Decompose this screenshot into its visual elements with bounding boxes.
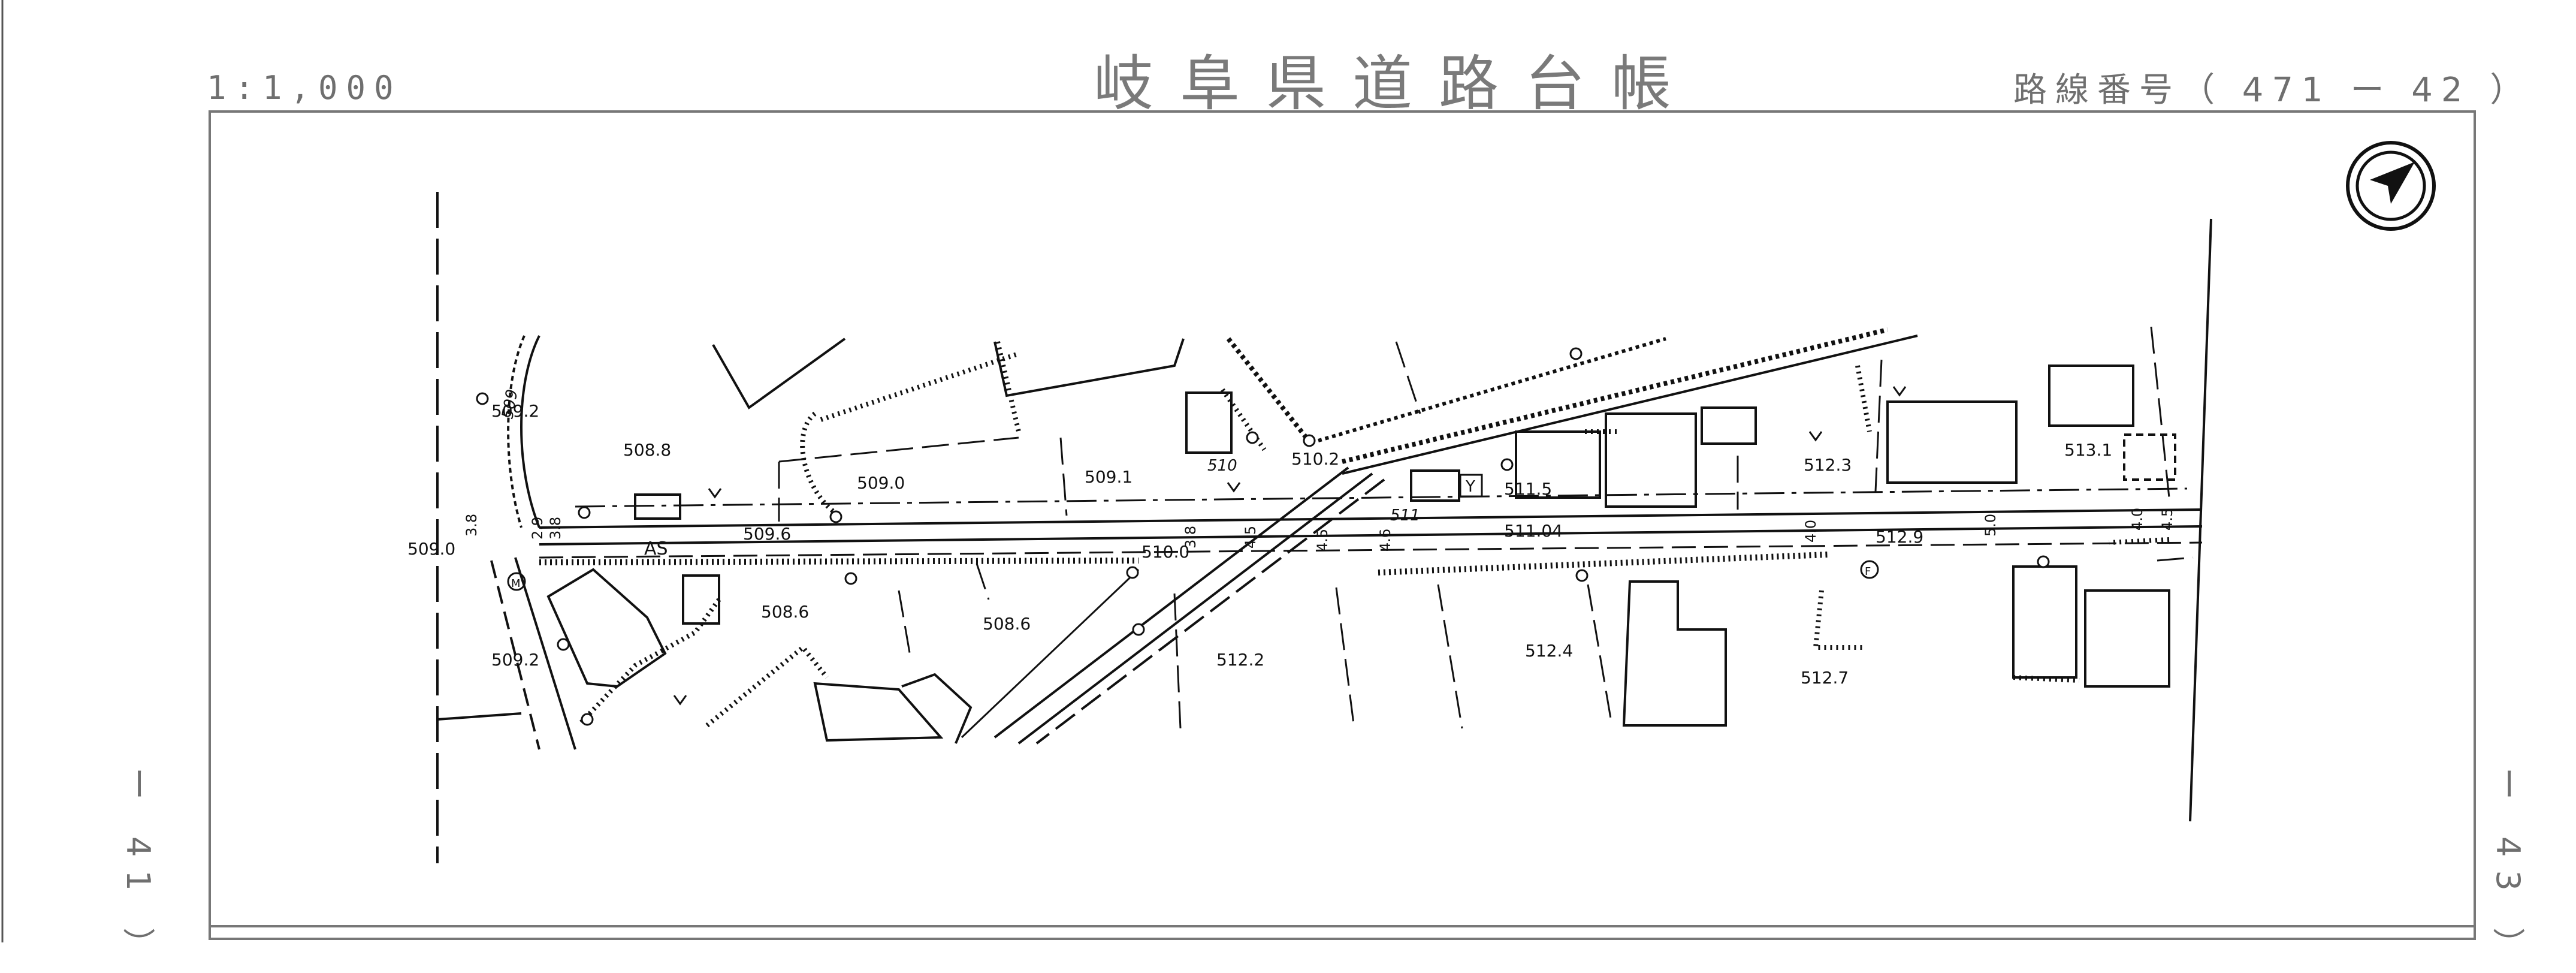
road-width-label: 3.8 [547,517,564,540]
buildings [546,338,2176,744]
vegetation-symbols [673,386,1907,706]
map-boundary-right [2189,218,2212,822]
contour-label: 510 [1207,457,1237,475]
elevation-label: 510.0 [1141,542,1189,562]
road-ledger-map: 509.2 508.8 509.0 509.1 510.2 511.5 512.… [1,0,2476,942]
elevation-label: 508.6 [761,602,809,622]
elevation-label: 513.1 [2064,440,2112,460]
road-width-label: 3.8 [463,514,480,537]
route-number: 路線番号（ 471 ー 42 ） [2013,71,2532,110]
road-width-labels: 3.8 3.8 2.9 3.8 4.5 4.5 4.6 4.0 5.0 4.0 … [463,508,2176,552]
road-width-label: 4.5 [2159,508,2176,531]
elevation-label: 512.9 [1876,527,1923,547]
elevation-label: 510.2 [1291,449,1339,469]
elevation-label: 509.6 [743,524,791,544]
map-symbols: Y M F [507,474,1879,591]
elevation-labels: 509.2 508.8 509.0 509.1 510.2 511.5 512.… [407,401,2112,688]
elevation-label: 509.0 [407,539,455,559]
retaining-walls [579,341,2170,728]
road-width-label: 4.0 [1802,520,1819,543]
elevation-label: 508.6 [983,614,1031,634]
elevation-label: 509.2 [491,650,539,670]
road-width-label: 3.8 [1182,526,1199,549]
elevation-label: 508.8 [623,440,671,460]
elevation-label: 512.7 [1801,668,1849,688]
symbol-y: Y [1465,478,1475,496]
diagonal-road [961,466,1385,745]
elevation-label: 512.3 [1804,455,1852,475]
elevation-label: 512.2 [1216,650,1264,670]
road-width-label: 2.9 [529,517,546,540]
parcel-boundaries [778,326,2194,729]
road-width-label: 4.0 [2129,508,2146,531]
elevation-label: 509.2 [491,401,539,421]
upper-frontage-road [1226,327,1918,475]
road-width-label: 4.6 [1377,529,1394,552]
contour-label: 511 [1390,507,1420,525]
main-road [539,487,2203,576]
road-width-label: 4.5 [1314,529,1331,552]
map-frame [209,110,2476,940]
left-side-road [437,335,576,750]
elevation-label: 511.5 [1504,479,1552,499]
elevation-label: 509.1 [1085,467,1133,487]
elevation-label: 511.04 [1504,521,1563,541]
road-width-label: 5.0 [1982,514,1999,537]
road-width-label: 4.5 [1242,526,1259,549]
elevation-label: 509.0 [857,473,905,493]
north-arrow-icon [2346,141,2436,231]
utility-poles [476,347,2050,726]
symbol-m: M [511,577,521,590]
map-scale: 1:1,000 [207,69,402,107]
symbol-f: F [1865,565,1871,578]
pavement-label: AS [644,538,668,559]
elevation-label: 512.4 [1525,641,1573,661]
page-title: 岐阜県道路台帳 [1094,49,1698,119]
